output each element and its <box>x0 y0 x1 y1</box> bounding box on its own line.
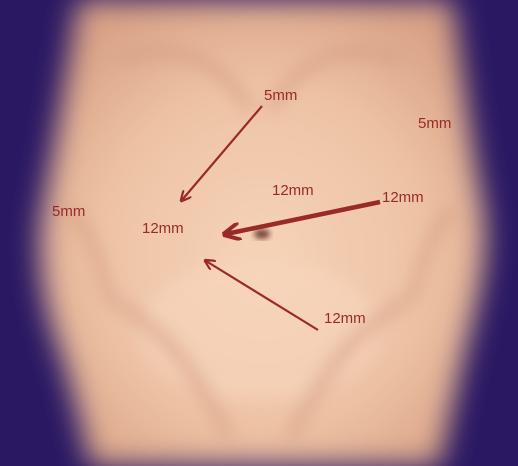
navel <box>254 229 270 239</box>
right-flank-port-label: 5mm <box>418 116 451 131</box>
mid-port-label: 12mm <box>272 183 314 198</box>
center-port-label: 12mm <box>142 221 184 236</box>
lower-right-port-label: 12mm <box>324 311 366 326</box>
left-flank-port-label: 5mm <box>52 204 85 219</box>
mid-right-port-label: 12mm <box>382 190 424 205</box>
upper-port-label: 5mm <box>264 88 297 103</box>
